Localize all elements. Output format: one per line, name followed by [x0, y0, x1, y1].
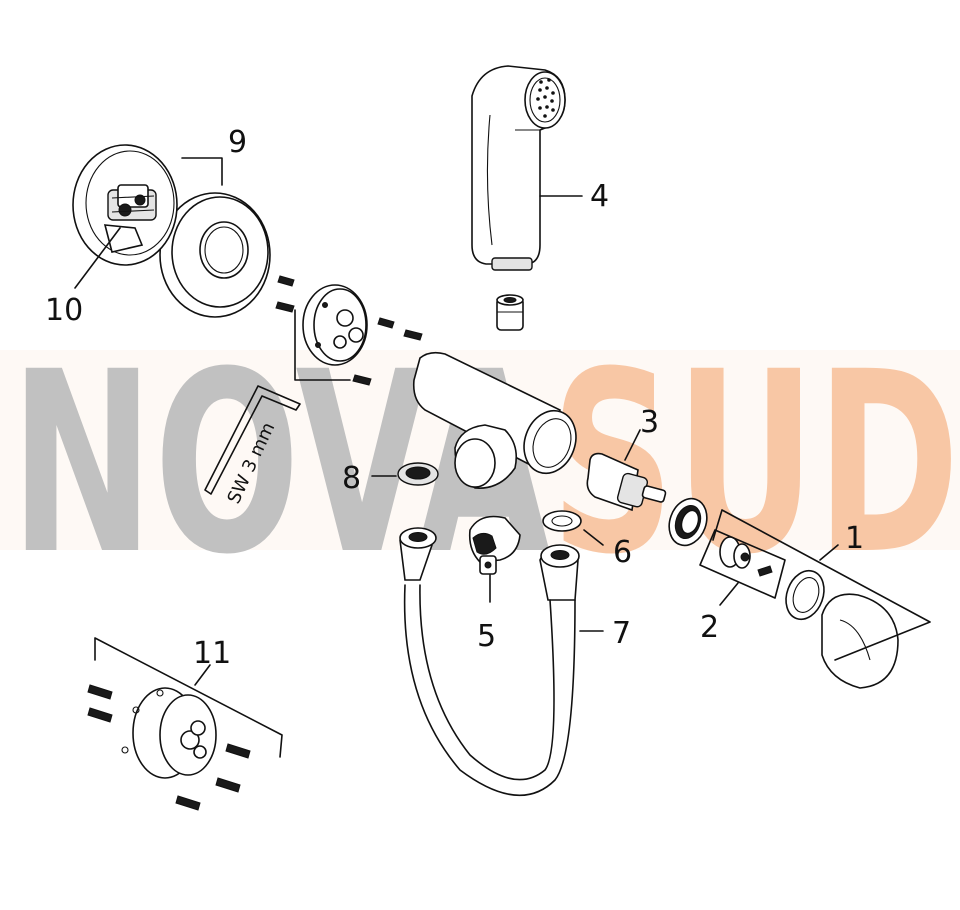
- label-9: 9: [228, 125, 247, 160]
- part-11-flange-kit: [87, 637, 283, 811]
- part-9-escutcheon: [159, 192, 271, 318]
- part-1-holder-cover: [712, 509, 931, 689]
- part-4-hand-shower: [471, 65, 583, 271]
- flange-screws: [275, 275, 423, 386]
- leader-10: [74, 227, 121, 289]
- valve-body: [412, 351, 577, 489]
- part-6-washer: [542, 510, 604, 546]
- part-5-connector: [468, 515, 521, 603]
- part-8-washer: [371, 462, 439, 486]
- label-8: 8: [342, 461, 361, 496]
- part-10-mounting-plate: [72, 144, 178, 266]
- label-2: 2: [700, 610, 719, 645]
- leader-9: [181, 157, 223, 186]
- part-7-hose: [399, 527, 604, 797]
- hose-nipple: [496, 294, 524, 331]
- label-10: 10: [45, 293, 83, 328]
- label-1: 1: [845, 521, 864, 556]
- nut-ring: [668, 497, 708, 547]
- label-3: 3: [640, 405, 659, 440]
- label-11: 11: [193, 636, 231, 671]
- part-2-nipple-assembly: [699, 529, 786, 606]
- label-4: 4: [590, 179, 609, 214]
- label-5: 5: [477, 619, 496, 654]
- label-7: 7: [612, 616, 631, 651]
- label-6: 6: [613, 535, 632, 570]
- wall-flange: [302, 284, 368, 366]
- part-3-cartridge: [586, 429, 667, 512]
